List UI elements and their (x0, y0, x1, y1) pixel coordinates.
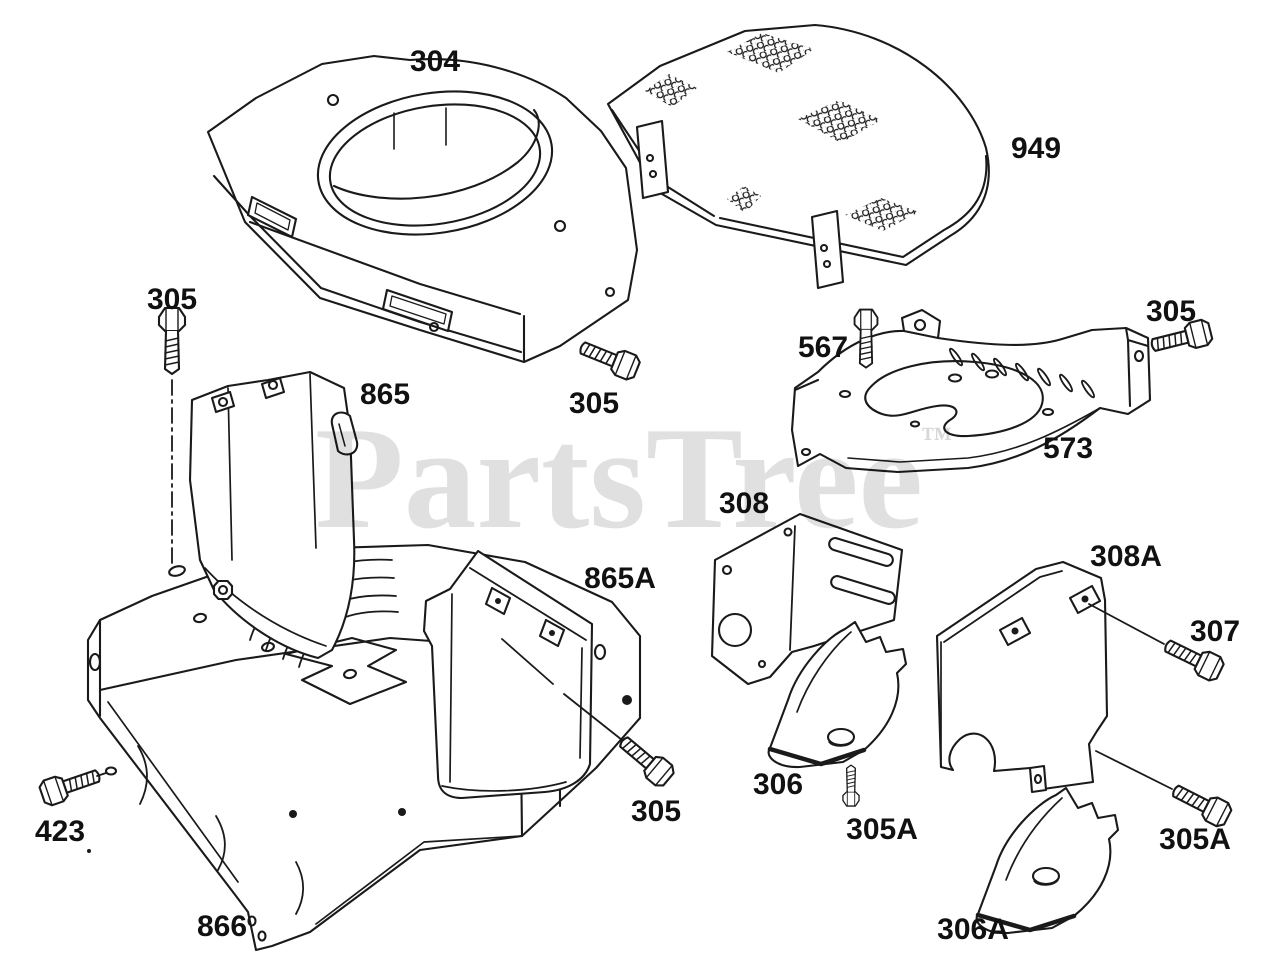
callout-306: 306 (753, 768, 803, 801)
nut (212, 579, 234, 601)
part-304-blower-housing (206, 54, 639, 364)
callout-865a: 865A (584, 562, 656, 595)
perforation-grid (645, 33, 919, 231)
callout-573: 573 (1043, 432, 1093, 465)
watermark-text: PartsTree (315, 397, 923, 559)
part-865a-heat-shield (422, 549, 594, 800)
callout-423: 423 (35, 815, 85, 848)
bolt-305-left (157, 306, 187, 376)
bolt-305a-middle (842, 764, 860, 807)
part-573-backing-plate (790, 308, 1152, 474)
callout-306a: 306A (937, 913, 1009, 946)
part-949-blower-housing-cover (606, 23, 990, 290)
leader-307 (1088, 603, 1165, 645)
leader-305-865a (501, 638, 623, 741)
callout-866: 866 (197, 910, 247, 943)
callout-307: 307 (1190, 615, 1240, 648)
leader-423 (96, 772, 107, 777)
callout-949: 949 (1011, 132, 1061, 165)
part-306-air-deflector (767, 620, 908, 769)
callout-labels: 304 949 305 865 305 567 305 573 308 865A… (35, 45, 1240, 946)
fasteners-and-leaders (36, 306, 1235, 853)
callout-308a: 308A (1090, 540, 1162, 573)
bolt-305a-bottom-right (1167, 777, 1235, 830)
part-308a-panel (935, 560, 1109, 794)
callout-305-under-304: 305 (569, 387, 619, 420)
callout-305a-middle: 305A (846, 813, 918, 846)
callout-305-under-865a: 305 (631, 795, 681, 828)
callout-865: 865 (360, 378, 410, 411)
bolt-305-under-865a (613, 729, 678, 791)
bolt-305-under-304 (575, 334, 643, 383)
bolt-423 (36, 762, 105, 809)
callout-567: 567 (798, 331, 848, 364)
callout-304: 304 (410, 45, 460, 78)
part-306a-air-deflector (975, 786, 1120, 935)
vent-slits (949, 347, 1095, 399)
callout-305-left: 305 (147, 283, 197, 316)
watermark: PartsTree ™ (315, 397, 952, 559)
callout-305-top-right: 305 (1146, 295, 1196, 328)
watermark-trademark-symbol: ™ (921, 420, 952, 455)
callout-305a-bottom-right: 305A (1159, 823, 1231, 856)
leader-305a (1095, 750, 1173, 790)
part-308-bracket (710, 512, 904, 686)
callout-308: 308 (719, 487, 769, 520)
